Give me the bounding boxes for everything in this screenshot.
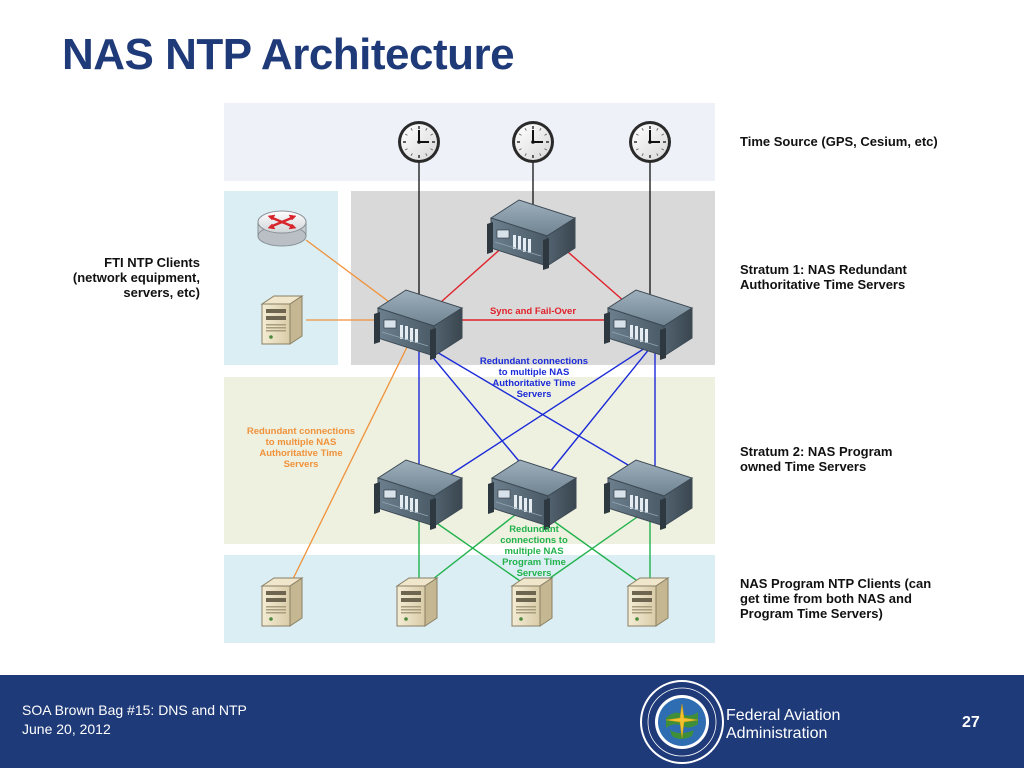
faa-seal-icon	[640, 680, 724, 764]
page-number: 27	[962, 714, 980, 731]
clock-icon	[628, 120, 672, 164]
fti-client-links	[289, 239, 409, 586]
slide-title: NAS NTP Architecture	[62, 30, 515, 79]
sync-failover-links	[440, 244, 626, 321]
footer-date: June 20, 2012	[22, 721, 111, 737]
stratum2-label: Stratum 2: NAS Program owned Time Server…	[740, 444, 893, 474]
clock-icon	[511, 120, 555, 164]
nas-client-pc-icon	[261, 577, 303, 627]
stratum1-to-stratum2-links	[418, 347, 656, 479]
clock-icon	[397, 120, 441, 164]
footer-event: SOA Brown Bag #15: DNS and NTP	[22, 702, 247, 718]
footer-bar: SOA Brown Bag #15: DNS and NTP June 20, …	[0, 675, 1024, 768]
program-client-pc-icon	[627, 577, 669, 627]
program-client-pc-icon	[396, 577, 438, 627]
sync-failover-note: Sync and Fail-Over	[489, 306, 577, 317]
router-icon	[257, 210, 307, 247]
fti-client-pc-icon	[261, 295, 303, 345]
time-source-label: Time Source (GPS, Cesium, etc)	[740, 134, 938, 149]
redundant-blue-note: Redundant connections to multiple NAS Au…	[479, 356, 589, 400]
fti-clients-label: FTI NTP Clients (network equipment, serv…	[72, 255, 200, 300]
program-clients-label: NAS Program NTP Clients (can get time fr…	[740, 576, 932, 621]
footer-org-line1: Federal Aviation	[726, 707, 841, 724]
stratum1-label: Stratum 1: NAS Redundant Authoritative T…	[740, 262, 907, 292]
ntp-architecture-diagram	[224, 103, 715, 643]
redundant-green-note: Redundant connections to multiple NAS Pr…	[500, 524, 568, 579]
program-client-pc-icon	[511, 577, 553, 627]
redundant-orange-note: Redundant connections to multiple NAS Au…	[246, 426, 356, 470]
time-source-links	[418, 160, 651, 300]
footer-org-line2: Administration	[726, 725, 828, 742]
